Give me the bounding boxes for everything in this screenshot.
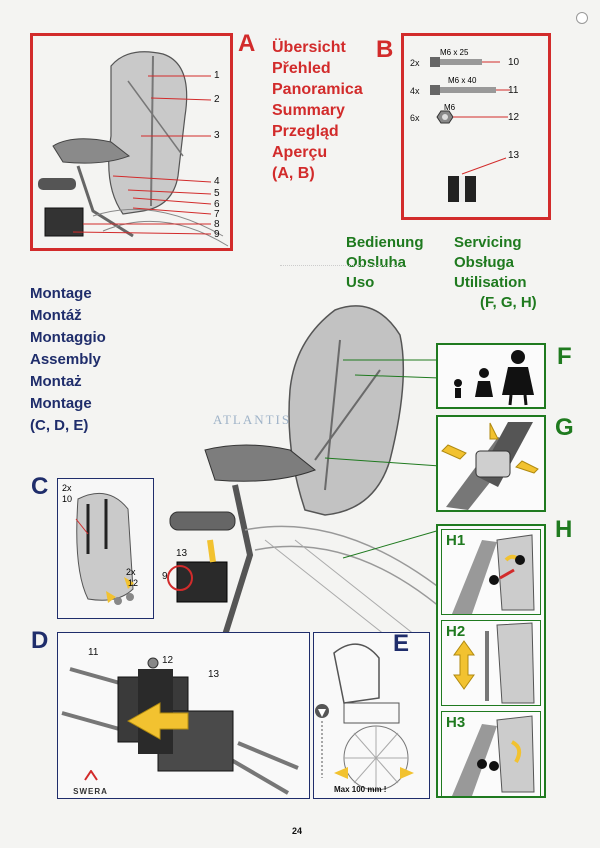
section-g-letter: G xyxy=(555,414,574,441)
section-d-letter: D xyxy=(31,627,49,654)
c-qty-label: 2x xyxy=(126,567,136,577)
servicing-title: Bedienung xyxy=(346,234,424,251)
h2-panel xyxy=(441,620,541,706)
h3-illustration xyxy=(452,715,535,796)
atlantis-watermark: ATLANTIS xyxy=(213,412,292,427)
callout-4: 4 xyxy=(214,176,220,187)
overview-title: Übersicht xyxy=(272,39,346,56)
callout-1: 1 xyxy=(214,70,220,81)
section-e-letter: E xyxy=(393,630,410,657)
h3-panel xyxy=(441,711,541,797)
c-callout-10: 10 xyxy=(62,494,73,504)
section-c-letter: C xyxy=(31,473,49,500)
servicing-title: Servicing xyxy=(454,234,522,251)
c-callout-12: 12 xyxy=(128,578,139,588)
max-distance-caption: Max 100 mm ! xyxy=(334,785,387,794)
section-c-frame: 2x 10 2x 12 xyxy=(57,478,154,619)
nut-m6-icon xyxy=(436,110,508,124)
callout-8: 8 xyxy=(214,219,220,230)
assembly-title: Montage xyxy=(30,285,92,302)
part-qty: 4x xyxy=(410,86,420,96)
callout-3: 3 xyxy=(214,130,220,141)
h1-illustration xyxy=(452,534,535,614)
child-size-icons xyxy=(454,350,534,406)
callout-5: 5 xyxy=(214,188,220,199)
bracket-13-icon xyxy=(448,157,507,202)
overview-title: (A, B) xyxy=(272,165,315,182)
callout-2: 2 xyxy=(214,94,220,105)
section-h-frame: H1 H2 H3 xyxy=(436,524,546,798)
section-a-letter: A xyxy=(238,30,256,57)
servicing-title: Obsługa xyxy=(454,254,515,271)
section-f-letter: F xyxy=(557,343,572,370)
part-number: 12 xyxy=(508,112,520,123)
buckle-illustration xyxy=(441,422,539,510)
h1-label: H1 xyxy=(446,532,466,549)
section-d-frame: 11 12 13 SWERA xyxy=(57,632,310,799)
servicing-letters: (F, G, H) xyxy=(480,294,537,311)
part-number: 13 xyxy=(508,150,520,161)
part-size: M6 xyxy=(444,103,456,112)
bolt-m6x25-icon xyxy=(430,57,500,67)
part-number: 10 xyxy=(508,57,520,68)
bolt-m6x40-icon xyxy=(430,85,510,95)
section-f-frame xyxy=(436,343,546,409)
assembly-title: Montage xyxy=(30,395,92,412)
overview-title: Panoramica xyxy=(272,81,363,98)
section-h-letter: H xyxy=(555,516,573,543)
assembly-title: (C, D, E) xyxy=(30,417,89,434)
overview-title: Přehled xyxy=(272,60,331,77)
page-number: 24 xyxy=(292,826,303,836)
section-a-frame: 1 2 3 4 5 6 7 8 9 xyxy=(30,33,233,251)
overview-title: Aperçu xyxy=(272,144,328,161)
c-qty-label: 2x xyxy=(62,483,72,493)
h1-panel xyxy=(441,529,541,615)
assembly-title: Montáž xyxy=(30,307,82,324)
bike-rear-illustration xyxy=(315,643,414,791)
assembly-title: Montaggio xyxy=(30,329,106,346)
overview-title: Przegląd xyxy=(272,123,339,140)
overview-titles: Übersicht Přehled Panoramica Summary Prz… xyxy=(272,37,363,184)
assembly-title: Montaż xyxy=(30,373,82,390)
bike-seat-main-illustration xyxy=(167,305,455,635)
section-b-letter: B xyxy=(376,36,394,63)
h2-illustration xyxy=(453,622,535,704)
seat-overview-illustration xyxy=(38,51,229,247)
servicing-titles-col2: Servicing Obsługa Utilisation (F, G, H) xyxy=(454,233,537,313)
section-g-frame xyxy=(436,415,546,512)
part-number: 11 xyxy=(508,85,519,96)
swera-logo: SWERA xyxy=(68,769,113,796)
binder-hole xyxy=(576,12,588,24)
part-qty: 6x xyxy=(410,113,420,123)
h2-label: H2 xyxy=(446,623,466,640)
bracket-exploded-illustration xyxy=(61,657,299,795)
swera-brand-text: SWERA xyxy=(73,787,108,796)
assembly-title: Assembly xyxy=(30,351,101,368)
servicing-title: Uso xyxy=(346,274,375,291)
h3-label: H3 xyxy=(446,714,466,731)
swera-logo-icon xyxy=(83,769,98,781)
part-qty: 2x xyxy=(410,58,420,68)
overview-title: Summary xyxy=(272,102,345,119)
center-callout-13: 13 xyxy=(176,548,188,559)
part-size: M6 x 40 xyxy=(448,76,477,85)
d-callout-12: 12 xyxy=(162,655,174,666)
callout-7: 7 xyxy=(214,209,220,220)
part-size: M6 x 25 xyxy=(440,48,469,57)
callout-6: 6 xyxy=(214,199,220,210)
background-text xyxy=(280,265,400,326)
section-b-frame: 2x M6 x 25 10 4x M6 x 40 11 6x M6 12 13 xyxy=(401,33,551,220)
servicing-titles-col1: Bedienung Obsluha Uso xyxy=(346,233,424,293)
servicing-title: Obsluha xyxy=(346,254,407,271)
callout-9: 9 xyxy=(214,229,220,240)
assembly-titles: Montage Montáž Montaggio Assembly Montaż… xyxy=(30,283,106,437)
d-callout-13: 13 xyxy=(208,669,220,680)
seat-rear-illustration xyxy=(75,492,134,605)
servicing-title: Utilisation xyxy=(454,274,527,291)
center-callout-9: 9 xyxy=(162,571,168,582)
d-callout-11: 11 xyxy=(88,647,99,658)
section-e-frame: Max 100 mm ! xyxy=(313,632,430,799)
